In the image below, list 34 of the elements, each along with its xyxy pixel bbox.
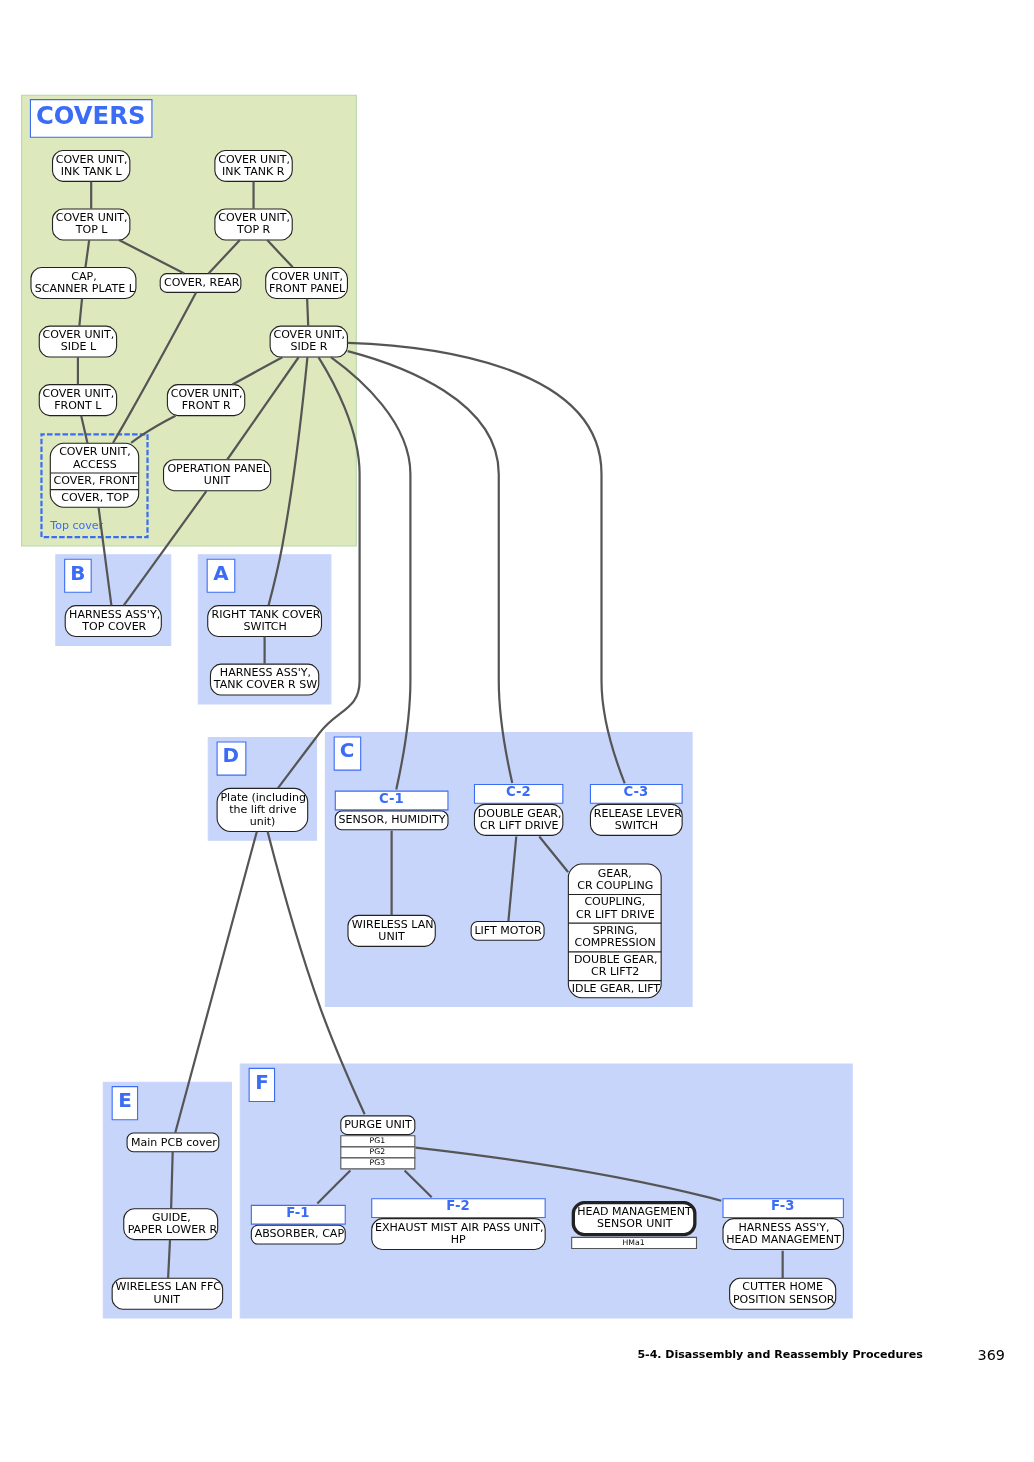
connector: [266, 830, 366, 1115]
connector: [330, 355, 412, 790]
connector: [90, 181, 93, 209]
connector: [347, 341, 626, 784]
label: 369: [977, 1346, 1006, 1363]
connector: [122, 490, 208, 606]
connector: [226, 356, 300, 460]
connector: [78, 298, 84, 326]
connector: [167, 1239, 172, 1278]
connector: [231, 355, 283, 386]
connector: [266, 238, 294, 268]
connector: [390, 830, 393, 915]
connector: [347, 349, 514, 783]
connector: [207, 238, 241, 274]
connector: [415, 1145, 722, 1202]
connector: [538, 835, 569, 873]
connector: [97, 506, 113, 606]
connector: [170, 1151, 174, 1208]
connector: [252, 181, 255, 209]
connector: [84, 239, 91, 267]
connector: [267, 356, 309, 606]
connector: [112, 291, 198, 443]
connector: [316, 1169, 352, 1204]
connector: [118, 238, 185, 275]
connector: [403, 1169, 433, 1198]
connector: [174, 830, 258, 1133]
label: 5-4. Disassembly and Reassembly Procedures: [637, 1347, 923, 1361]
connector: [80, 414, 89, 443]
connector: [306, 298, 310, 326]
connector: [263, 636, 266, 664]
connector: [130, 414, 177, 444]
connector: [781, 1250, 784, 1278]
connector: [76, 356, 80, 384]
connector: [507, 835, 518, 921]
